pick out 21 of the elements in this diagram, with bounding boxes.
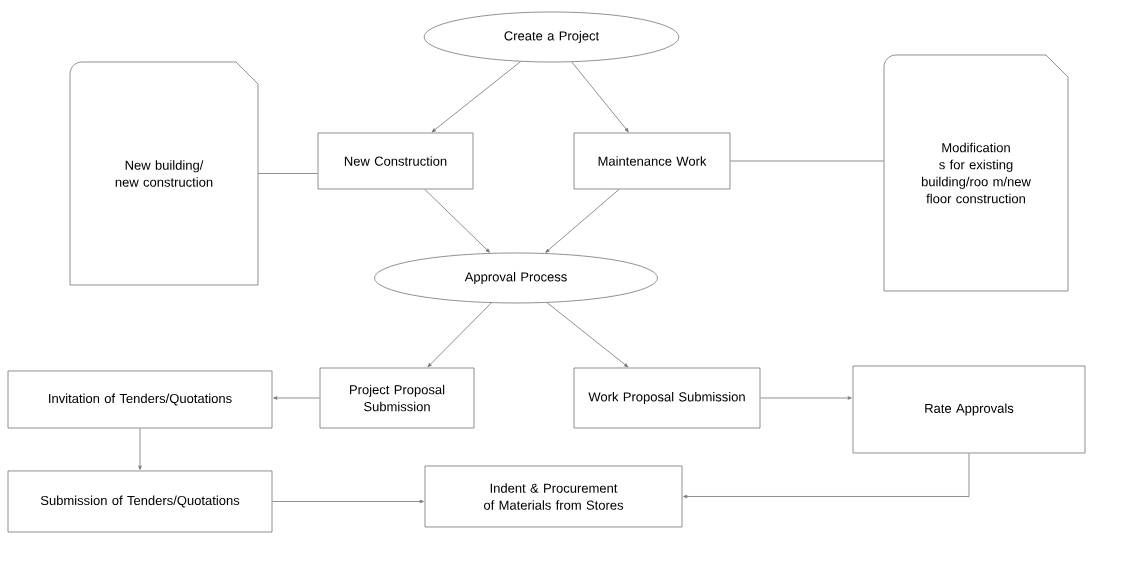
arrow [424, 189, 490, 253]
arrow [683, 453, 970, 499]
process-box: Project Proposal Submission [319, 367, 475, 429]
arrow [431, 61, 521, 133]
note-card: Modification s for existing building/roo m/new floor construction [883, 54, 1069, 292]
process-box: Invitation of Tenders/Quotations [7, 370, 273, 429]
process-box: Submission of Tenders/Quotations [7, 470, 273, 533]
arrow [545, 189, 620, 253]
process-box: Indent & Procurement of Materials from Stores [424, 465, 683, 528]
arrow [546, 302, 629, 368]
arrow [273, 396, 320, 400]
process-box: Work Proposal Submission [573, 367, 761, 429]
arrow [138, 428, 142, 470]
arrow [272, 499, 424, 504]
arrow [571, 61, 629, 133]
process-box: Maintenance Work [573, 132, 731, 190]
note-card: New building/ new construction [69, 61, 259, 286]
process-box: Rate Approvals [852, 365, 1086, 454]
process-box: New Construction [317, 132, 474, 190]
arrow [427, 302, 492, 368]
arrow [760, 396, 852, 400]
